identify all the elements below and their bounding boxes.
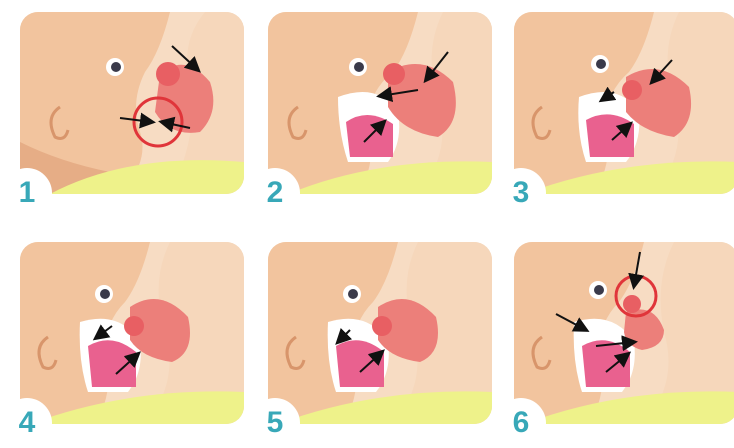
step-number-1: 1: [19, 178, 36, 208]
step-number-2: 2: [267, 178, 284, 208]
step-badge-5: 5: [250, 398, 300, 448]
step-number-6: 6: [513, 408, 530, 438]
breastfeeding-illustration-6: [514, 242, 734, 424]
breastfeeding-illustration-4: [20, 242, 244, 424]
breastfeeding-illustration-1: [20, 12, 244, 194]
step-panel-1: [20, 12, 244, 194]
step-panel-5: [268, 242, 492, 424]
step-number-3: 3: [513, 178, 530, 208]
step-badge-3: 3: [496, 168, 546, 218]
breastfeeding-illustration-2: [268, 12, 492, 194]
step-badge-1: 1: [2, 168, 52, 218]
step-badge-6: 6: [496, 398, 546, 448]
step-number-4: 4: [19, 408, 36, 438]
step-panel-2: [268, 12, 492, 194]
breastfeeding-illustration-5: [268, 242, 492, 424]
step-panel-4: [20, 242, 244, 424]
step-panel-6: [514, 242, 734, 424]
step-badge-4: 4: [2, 398, 52, 448]
step-panel-3: [514, 12, 734, 194]
step-number-5: 5: [267, 408, 284, 438]
step-badge-2: 2: [250, 168, 300, 218]
breastfeeding-illustration-3: [514, 12, 734, 194]
